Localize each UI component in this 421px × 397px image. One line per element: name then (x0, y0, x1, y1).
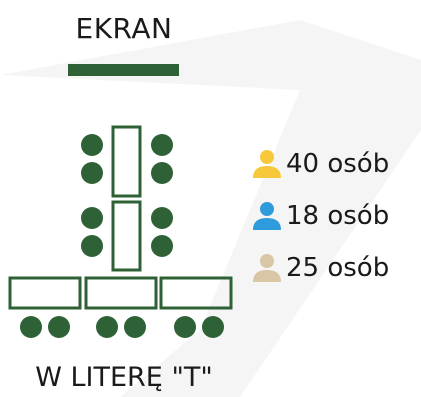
chair (81, 134, 103, 156)
chair (124, 316, 146, 338)
legend-item: 25 osób (250, 242, 389, 294)
chair (81, 162, 103, 184)
person-icon (253, 202, 281, 230)
screen-bar (68, 64, 179, 76)
chair (151, 162, 173, 184)
person-icon (253, 150, 281, 178)
chair (151, 207, 173, 229)
legend-text: 18 osób (286, 201, 390, 231)
chair (48, 316, 70, 338)
horizontal-table-right (159, 276, 233, 310)
chair (96, 316, 118, 338)
chair (174, 316, 196, 338)
chair (151, 134, 173, 156)
horizontal-table-middle (84, 276, 158, 310)
vertical-table-top (111, 125, 142, 198)
chair (81, 207, 103, 229)
horizontal-table-left (8, 276, 82, 310)
screen-label: EKRAN (75, 12, 173, 45)
legend-text: 25 osób (286, 253, 390, 283)
chair (151, 235, 173, 257)
chair (202, 316, 224, 338)
legend-item: 40 osób (250, 138, 389, 190)
chair (81, 235, 103, 257)
person-icon (253, 254, 281, 282)
vertical-table-bottom (111, 200, 142, 272)
chair (20, 316, 42, 338)
legend-item: 18 osób (250, 190, 389, 242)
capacity-legend: 40 osób 18 osób 25 osób (250, 138, 389, 294)
layout-caption: W LITERĘ "T" (35, 362, 213, 393)
legend-text: 40 osób (286, 149, 390, 179)
